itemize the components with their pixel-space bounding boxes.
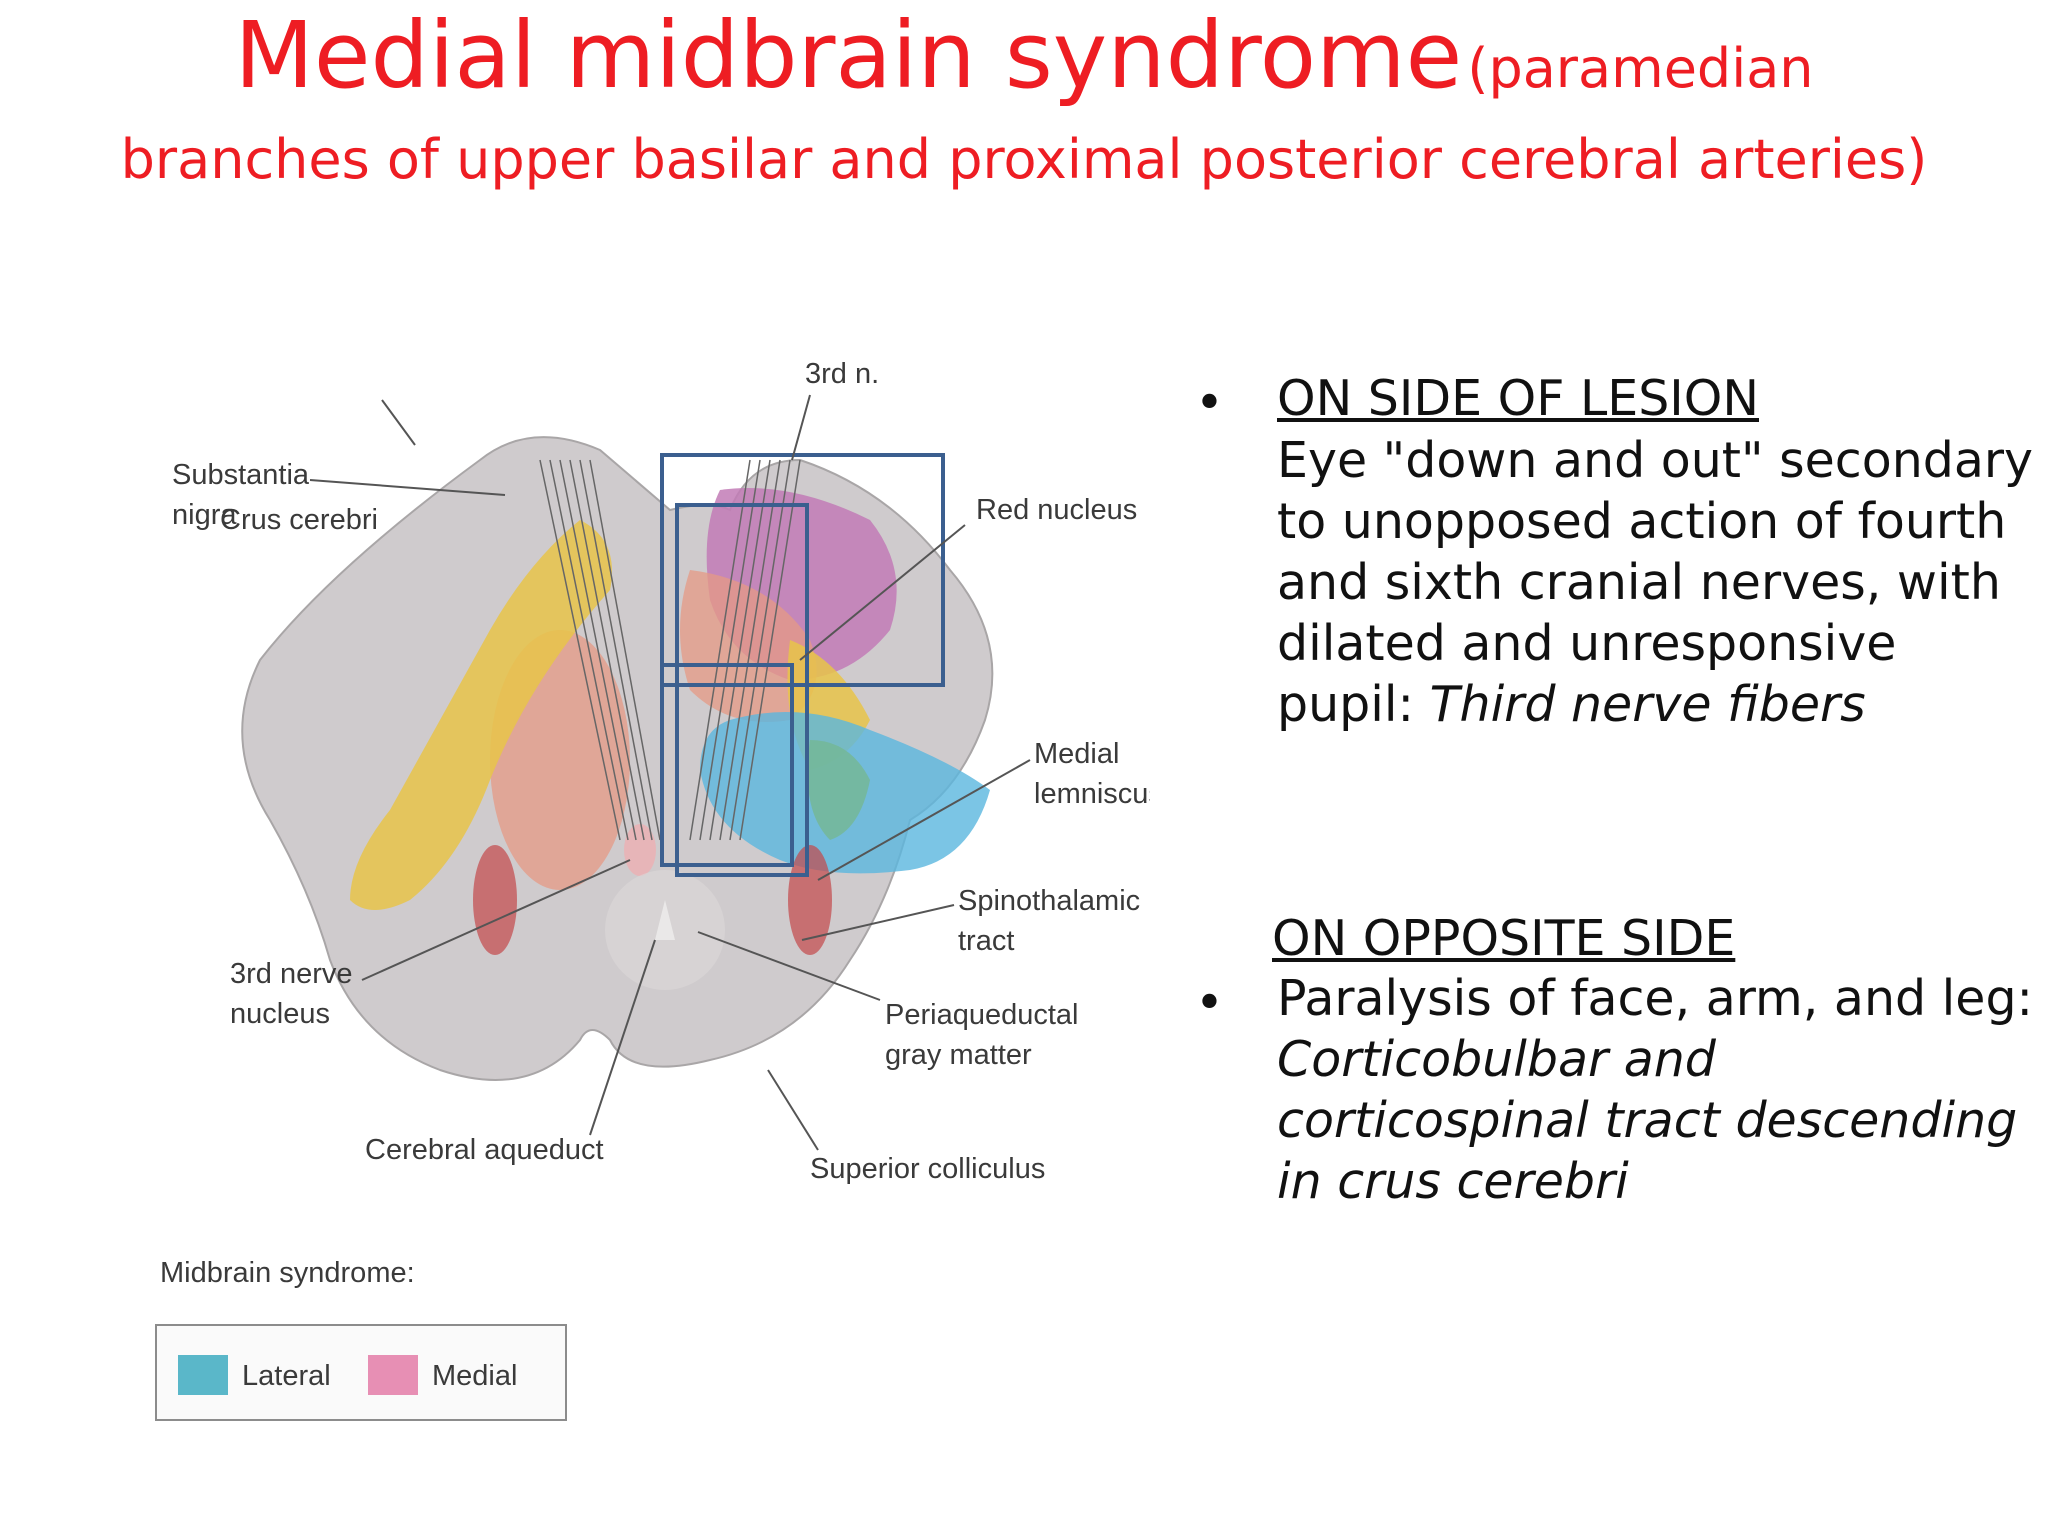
legend-swatch-medial — [368, 1355, 418, 1395]
legend-label-lateral: Lateral — [242, 1360, 331, 1392]
legend-swatch-lateral — [178, 1355, 228, 1395]
label-3rd-nerve-nucleus-line2: nucleus — [230, 998, 330, 1030]
title-paren-part2: branches of upper basilar and proximal p… — [120, 128, 1928, 191]
third-nerve-nucleus — [624, 824, 656, 876]
spinothalamic-left — [473, 845, 517, 955]
spinothalamic-right — [788, 845, 832, 955]
crus-cerebri-left — [350, 520, 612, 910]
leader-medial-lemniscus — [817, 759, 1031, 881]
section1-body-italic: Third nerve fibers — [1429, 676, 1866, 733]
label-spinothalamic-line1: Spinothalamic — [958, 885, 1140, 917]
midbrain-diagram: 3rd n. Red nucleus Crus cerebri Substant… — [155, 358, 1150, 1421]
leader-crus — [381, 399, 416, 446]
label-medial-lemniscus-line2: lemniscus — [1034, 778, 1150, 810]
label-substantia-line2: nigra — [172, 499, 237, 531]
label-red-nucleus: Red nucleus — [976, 494, 1137, 526]
leader-cerebral-aqueduct — [589, 939, 656, 1136]
periaqueductal-gray — [605, 870, 725, 990]
section2-body: Paralysis of face, arm, and leg: — [1277, 970, 2034, 1027]
section2-text: Paralysis of face, arm, and leg: Cortico… — [1277, 968, 2037, 1212]
leader-red-nucleus — [799, 524, 966, 661]
leader-spinothalamic — [801, 904, 955, 941]
label-periaqueductal-line1: Periaqueductal — [885, 999, 1078, 1031]
legend-label-medial: Medial — [432, 1360, 517, 1392]
bullet-1: • — [1195, 374, 1224, 431]
label-cerebral-aqueduct: Cerebral aqueduct — [365, 1134, 604, 1166]
leader-3rd-n — [791, 394, 811, 461]
bullet-2: • — [1195, 974, 1224, 1031]
leader-3rd-nerve-nucleus — [361, 859, 631, 981]
title-line-1: Medial midbrain syndrome (paramedian — [0, 2, 2048, 109]
overlap-zone — [807, 740, 870, 840]
lesion-box-3 — [660, 663, 794, 867]
label-superior-colliculus: Superior colliculus — [810, 1153, 1045, 1185]
third-nerve-fibers — [539, 459, 801, 841]
label-substantia-line1: Substantia — [172, 459, 310, 491]
legend-heading: Midbrain syndrome: — [160, 1257, 415, 1289]
leader-substantia — [309, 479, 506, 496]
label-3rd-nerve-nucleus-line1: 3rd nerve — [230, 958, 353, 990]
lesion-box-1 — [660, 453, 945, 687]
label-medial-lemniscus-line1: Medial — [1034, 738, 1119, 770]
section1-body: Eye "down and out" secondary to unoppose… — [1277, 432, 2034, 733]
leader-superior-colliculus — [767, 1069, 819, 1151]
section1-heading: ON SIDE OF LESION — [1277, 370, 1759, 427]
lesion-box-2 — [675, 503, 809, 877]
section2-body-italic: Corticobulbar and corticospinal tract de… — [1277, 1031, 2018, 1210]
label-3rd-n: 3rd n. — [805, 358, 879, 390]
section2-heading: ON OPPOSITE SIDE — [1272, 910, 1736, 967]
title-paren-part1: (paramedian — [1467, 37, 1814, 100]
section1-text: Eye "down and out" secondary to unoppose… — [1277, 430, 2037, 735]
label-periaqueductal-line2: gray matter — [885, 1039, 1032, 1071]
title-main-text: Medial midbrain syndrome — [234, 2, 1463, 109]
leader-periaqueductal — [697, 931, 881, 1001]
label-crus-cerebri: Crus cerebri — [220, 504, 378, 536]
label-spinothalamic-line2: tract — [958, 925, 1014, 957]
